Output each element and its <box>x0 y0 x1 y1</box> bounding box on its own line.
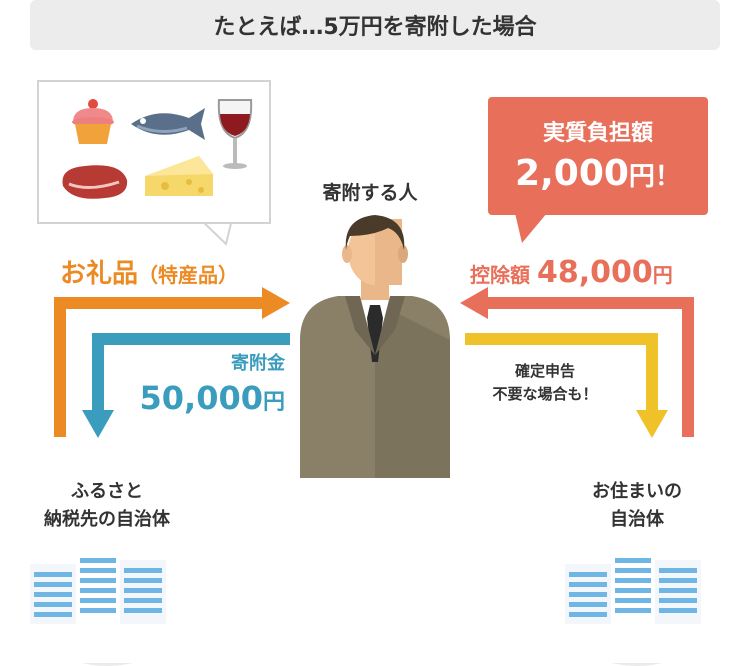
filing-note-line1: 確定申告 <box>514 362 575 380</box>
hometown-label: ふるさと 納税先の自治体 <box>0 478 214 534</box>
page-title: たとえば…5万円を寄附した場合 <box>213 15 537 40</box>
residence-buildings-icon <box>565 550 701 624</box>
hometown-label-line2: 納税先の自治体 <box>44 508 170 530</box>
hometown-buildings-icon <box>30 550 166 624</box>
residence-label: お住まいの 自治体 <box>530 478 744 534</box>
person-icon <box>300 215 450 478</box>
deduction-amount: 48,000 <box>536 255 653 290</box>
filing-arrow <box>465 333 668 438</box>
burden-amount-line: 2,000円！ <box>488 153 708 194</box>
filing-note-line2: 不要な場合も！ <box>492 384 598 403</box>
person-label: 寄附する人 <box>322 182 418 204</box>
title-bar: たとえば…5万円を寄附した場合 <box>30 0 720 50</box>
cupcake-icon <box>72 99 114 144</box>
deduction-label: 控除額 48,000円 <box>470 255 673 290</box>
burden-amount: 2,000 <box>515 153 629 194</box>
gift-arrow <box>54 287 290 437</box>
donation-amount: 50,000 <box>139 379 263 417</box>
gift-label: お礼品（特産品） <box>60 253 238 290</box>
residence-label-line2: 自治体 <box>610 508 664 530</box>
hometown-label-line1: ふるさと <box>71 481 143 502</box>
gift-label-sub: （特産品） <box>138 263 239 287</box>
deduction-unit: 円 <box>652 263 673 287</box>
burden-bubble: 実質負担額 2,000円！ <box>488 97 708 215</box>
gift-box <box>37 80 271 224</box>
filing-note: 確定申告 不要な場合も！ <box>470 360 620 405</box>
donation-arrow <box>82 333 290 438</box>
fish-icon <box>131 108 205 140</box>
burden-bubble-tail <box>515 213 547 243</box>
donation-unit: 円 <box>262 390 285 415</box>
gift-label-main: お礼品 <box>60 259 139 289</box>
steak-icon <box>62 165 128 199</box>
deduction-label-text: 控除額 <box>470 263 530 287</box>
deduction-arrow <box>460 287 694 437</box>
donation-label-text: 寄附金 <box>231 353 285 374</box>
burden-title: 実質負担額 <box>542 121 653 146</box>
burden-suffix: 円！ <box>628 162 681 192</box>
donation-amount-line: 50,000円 <box>125 379 286 417</box>
residence-label-line1: お住まいの <box>592 481 682 502</box>
donation-label: 寄附金 50,000円 <box>125 349 286 417</box>
cheese-icon <box>145 156 213 196</box>
wine-icon <box>217 99 253 169</box>
